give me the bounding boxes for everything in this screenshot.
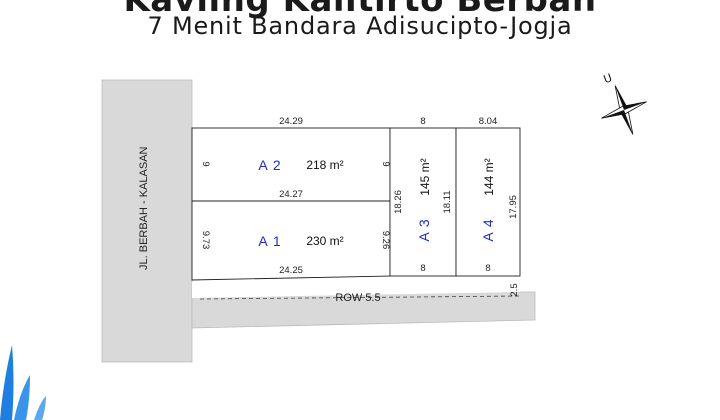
row-width-label: 2.5 (509, 283, 520, 296)
a2-left-dim: 9 (200, 161, 211, 166)
a4-code: A 4 (480, 218, 496, 241)
access-road-edge (192, 277, 520, 298)
a1-top-dim: 24.27 (279, 189, 303, 200)
lot-a3[interactable] (389, 127, 457, 277)
a1-code: A 1 (258, 233, 281, 249)
lot-a2[interactable] (191, 127, 391, 202)
a2-code: A 2 (258, 157, 281, 173)
a1-right-dim: 9.26 (380, 231, 391, 250)
compass-north-label: U (602, 71, 614, 86)
water-splash-decoration (0, 345, 46, 420)
main-road-label: JL. BERBAH - KALASAN (138, 146, 150, 270)
a1-bottom-dim: 24.25 (279, 265, 303, 276)
a4-right-dim: 17.95 (508, 195, 519, 219)
page-title: Kaviing Kalitirto Berbah (123, 0, 597, 20)
compass-icon (601, 85, 647, 135)
a1-area: 230 m² (306, 234, 343, 248)
a4-top-dim: 8.04 (479, 116, 498, 127)
a3-code: A 3 (416, 218, 432, 241)
page-subtitle: 7 Menit Bandara Adisucipto-Jogja (147, 12, 573, 40)
a2-top-dim: 24.29 (279, 116, 303, 127)
a3-right-dim: 18.11 (442, 190, 453, 213)
row-label: ROW 5.5 (335, 292, 380, 304)
road-centerline (199, 295, 521, 300)
a3-top-dim: 8 (420, 116, 425, 127)
a3-bottom-dim: 8 (420, 263, 425, 274)
a2-right-dim: 9 (380, 161, 391, 166)
a4-area: 144 m² (482, 158, 496, 195)
lot-a4[interactable] (455, 127, 521, 277)
a1-left-dim: 9.73 (200, 231, 211, 250)
a3-area: 145 m² (418, 158, 432, 195)
a4-bottom-dim: 8 (485, 263, 490, 274)
a3-left-dim: 18.26 (393, 190, 404, 214)
main-road (101, 79, 193, 363)
a2-area: 218 m² (306, 158, 343, 172)
